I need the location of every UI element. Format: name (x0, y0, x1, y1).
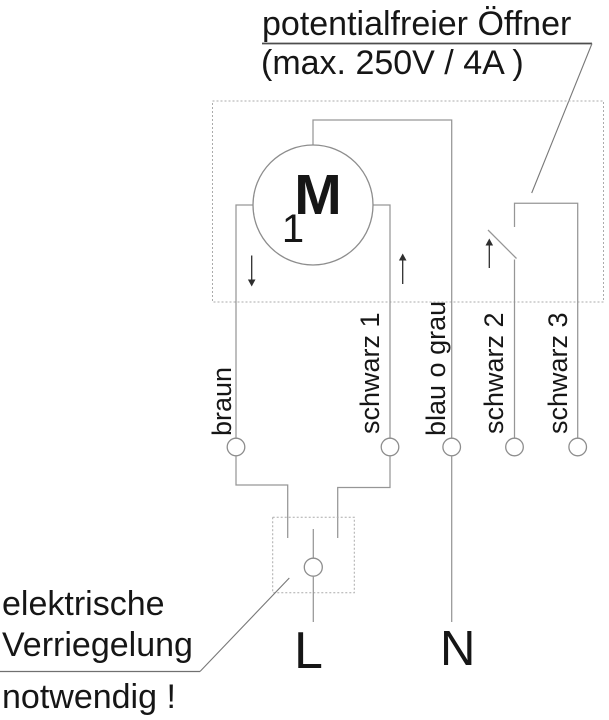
top-note-line2: (max. 250V / 4A ) (261, 44, 524, 82)
interlock-contact (303, 557, 323, 577)
wire-black3 (513, 202, 579, 439)
wire-label-blue-gray: blau o grau (421, 301, 451, 436)
switch-arrow-icon (485, 238, 494, 268)
switch-contact-arm (487, 229, 517, 259)
terminal-black1 (380, 437, 400, 457)
wire-label-black3: schwarz 3 (543, 312, 573, 434)
terminal-label-live: L (294, 622, 323, 680)
wire-label-black1: schwarz 1 (355, 312, 385, 434)
motor-symbol (252, 144, 374, 266)
wire-label-braun: braun (207, 367, 237, 436)
bottom-note-line1: elektrische (2, 585, 165, 623)
top-note-pointer-line (531, 43, 593, 194)
terminal-blue-gray (442, 437, 462, 457)
bottom-note-line3: notwendig ! (2, 678, 176, 716)
wire-black1-to-interlock (337, 455, 391, 538)
wire-black1 (373, 204, 391, 439)
top-note-line1: potentialfreier Öffner (262, 5, 571, 43)
terminal-black3 (568, 437, 588, 457)
bottom-note-line2: Verriegelung (2, 626, 193, 664)
motor-number: 1 (282, 207, 304, 251)
terminal-black2 (505, 437, 524, 457)
wire-brown-to-interlock (235, 455, 289, 538)
terminal-label-neutral: N (440, 622, 475, 676)
wire-brown (235, 204, 253, 439)
wire-blue-gray (312, 119, 453, 439)
down-arrow-icon (247, 255, 256, 287)
bottom-note-pointer-line (199, 577, 290, 672)
up-arrow-icon (398, 253, 407, 284)
terminal-braun (226, 437, 246, 457)
motor-label: M (294, 163, 341, 227)
wire-label-black2: schwarz 2 (479, 312, 509, 434)
